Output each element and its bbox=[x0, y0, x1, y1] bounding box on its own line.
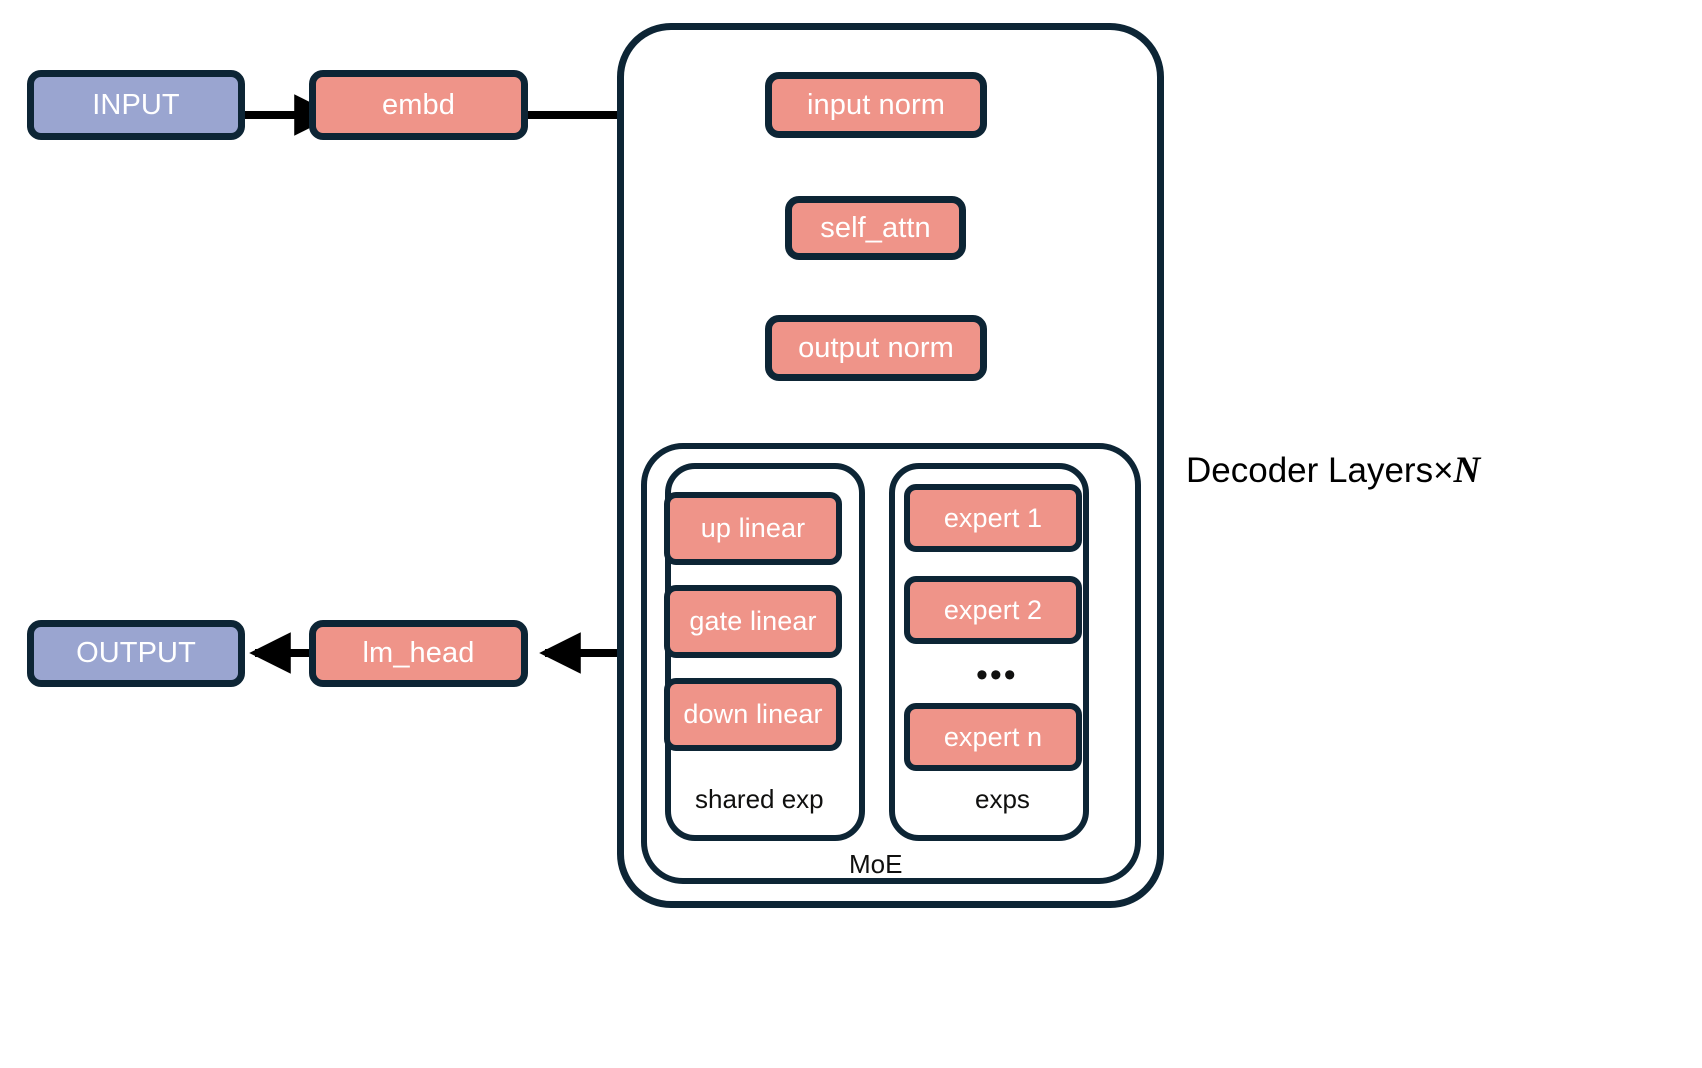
decoder-layers-count-variable: N bbox=[1453, 450, 1481, 491]
experts-label: exps bbox=[975, 784, 1030, 814]
node-input[interactable]: INPUT bbox=[27, 70, 245, 140]
node-expert-n[interactable]: expert n bbox=[904, 703, 1082, 771]
moe-label: MoE bbox=[849, 849, 903, 879]
node-lm-head[interactable]: lm_head bbox=[309, 620, 528, 687]
node-gate-linear[interactable]: gate linear bbox=[664, 585, 842, 658]
node-output-norm[interactable]: output norm bbox=[765, 315, 987, 381]
node-embd[interactable]: embd bbox=[309, 70, 528, 140]
decoder-layers-label: Decoder Layers×N bbox=[1186, 452, 1480, 489]
node-input-norm[interactable]: input norm bbox=[765, 72, 987, 138]
node-self-attn[interactable]: self_attn bbox=[785, 196, 966, 260]
node-expert-1[interactable]: expert 1 bbox=[904, 484, 1082, 552]
experts-ellipsis: ••• bbox=[976, 656, 1018, 694]
node-up-linear[interactable]: up linear bbox=[664, 492, 842, 565]
node-output[interactable]: OUTPUT bbox=[27, 620, 245, 687]
shared-expert-label: shared exp bbox=[695, 784, 824, 814]
node-expert-2[interactable]: expert 2 bbox=[904, 576, 1082, 644]
node-down-linear[interactable]: down linear bbox=[664, 678, 842, 751]
decoder-layers-label-text: Decoder Layers× bbox=[1186, 451, 1454, 490]
